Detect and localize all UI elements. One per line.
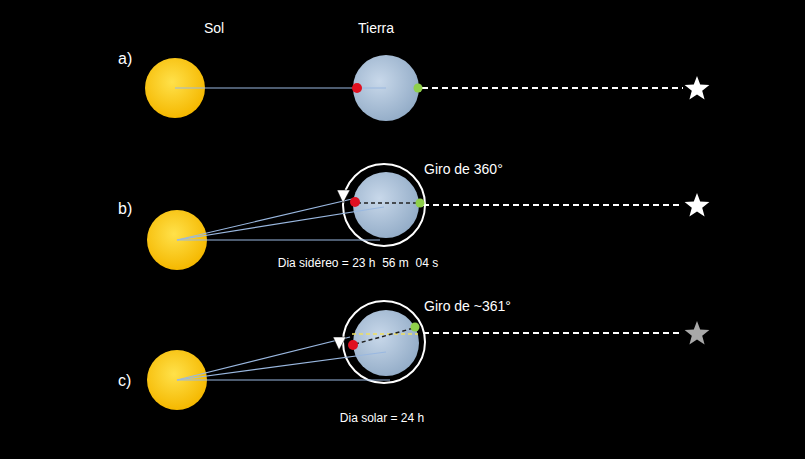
green-point <box>414 84 423 93</box>
sidereal-day-label: Dia sidéreo = 23 h 56 m 04 s <box>278 257 438 271</box>
star <box>685 193 710 217</box>
solar-day-label: Dia solar = 24 h <box>340 412 424 426</box>
sun-label: Sol <box>204 20 224 36</box>
earth <box>353 310 419 376</box>
rotation-label: Giro de ~361° <box>424 298 511 314</box>
rotation-ring <box>343 164 425 246</box>
row-label: c) <box>118 372 131 390</box>
sun-line <box>177 207 384 240</box>
row-label: b) <box>118 200 132 218</box>
sun-line <box>177 352 386 380</box>
red-point <box>352 83 362 93</box>
rotation-arrow <box>333 337 346 350</box>
reference-line <box>177 379 390 380</box>
earth-dashed-line <box>357 202 418 204</box>
star-line <box>423 332 683 334</box>
row-label: a) <box>118 50 132 68</box>
green-point <box>411 323 420 332</box>
sun-line <box>177 337 350 380</box>
earth-label: Tierra <box>358 20 394 36</box>
star <box>685 321 710 345</box>
star-line <box>422 87 683 89</box>
reference-line <box>177 239 380 240</box>
earth <box>353 172 419 238</box>
red-point <box>350 197 360 207</box>
star-line <box>423 204 683 206</box>
earth-dashed-line <box>355 328 414 344</box>
green-point <box>416 199 425 208</box>
rotation-arrow <box>337 190 350 203</box>
star <box>685 76 710 100</box>
rotation-ring <box>343 301 425 383</box>
sun-line <box>177 199 352 240</box>
rotation-label: Giro de 360° <box>424 161 503 177</box>
yellow-dashed-line <box>352 333 418 335</box>
red-point <box>348 340 358 350</box>
